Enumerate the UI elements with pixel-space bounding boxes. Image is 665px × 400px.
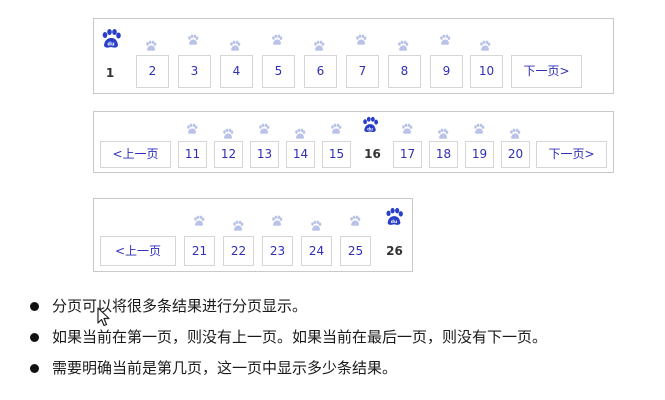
baidu-paw-icon: du <box>361 116 379 134</box>
baidu-paw-icon <box>349 212 361 226</box>
page-link-6[interactable]: 6 <box>304 55 337 88</box>
note-text: 需要明确当前是第几页，这一页中显示多少条结果。 <box>52 359 398 377</box>
note-item: 如果当前在第一页，则没有上一页。如果当前在最后一页，则没有下一页。 <box>30 326 547 357</box>
next-page-button[interactable]: 下一页> <box>536 141 607 168</box>
baidu-paw-icon <box>355 31 367 45</box>
pager-middle-page: <上一页 11 12 13 14 15 du 16 17 18 19 20 下一… <box>93 111 614 173</box>
baidu-paw-icon <box>186 120 198 134</box>
baidu-paw-icon <box>145 37 157 51</box>
baidu-paw-icon <box>330 120 342 134</box>
svg-text:du: du <box>367 126 373 131</box>
page-link-15[interactable]: 15 <box>322 141 351 168</box>
page-link-11[interactable]: 11 <box>178 141 207 168</box>
page-link-7[interactable]: 7 <box>346 55 379 88</box>
pager-first-page: du 1 2 3 4 5 6 7 8 9 10 下一页> <box>93 18 614 94</box>
page-link-13[interactable]: 13 <box>250 141 279 168</box>
svg-text:du: du <box>391 219 397 225</box>
page-link-9[interactable]: 9 <box>430 55 463 88</box>
current-page-16: 16 <box>364 147 381 161</box>
baidu-paw-icon <box>473 120 485 134</box>
pager-last-page: <上一页 21 22 23 24 25 du 26 <box>93 198 413 272</box>
svg-text:du: du <box>107 42 115 48</box>
bullet-dot-icon <box>30 302 39 311</box>
current-page-26: 26 <box>386 244 403 258</box>
baidu-paw-icon: du <box>384 207 404 227</box>
baidu-paw-icon <box>187 31 199 45</box>
baidu-paw-icon <box>439 31 451 45</box>
current-page-1: 1 <box>105 66 115 80</box>
baidu-paw-icon <box>397 37 409 51</box>
baidu-paw-icon <box>479 37 491 51</box>
note-item: 需要明确当前是第几页，这一页中显示多少条结果。 <box>30 357 547 388</box>
page-link-19[interactable]: 19 <box>465 141 494 168</box>
page-link-17[interactable]: 17 <box>393 141 422 168</box>
page-link-23[interactable]: 23 <box>262 236 293 266</box>
page-link-10[interactable]: 10 <box>470 55 503 88</box>
page-link-4[interactable]: 4 <box>220 55 253 88</box>
bullet-dot-icon <box>30 364 39 373</box>
baidu-paw-icon <box>232 217 244 231</box>
baidu-paw-icon <box>401 120 413 134</box>
page-link-21[interactable]: 21 <box>184 236 215 266</box>
page-link-20[interactable]: 20 <box>501 141 530 168</box>
page-link-5[interactable]: 5 <box>262 55 295 88</box>
next-page-button[interactable]: 下一页> <box>511 55 582 88</box>
mouse-cursor-icon <box>97 307 111 327</box>
baidu-paw-icon <box>437 125 449 139</box>
page-link-12[interactable]: 12 <box>214 141 243 168</box>
page-link-8[interactable]: 8 <box>388 55 421 88</box>
baidu-paw-icon <box>271 212 283 226</box>
page-link-22[interactable]: 22 <box>223 236 254 266</box>
baidu-paw-icon <box>258 120 270 134</box>
page-link-18[interactable]: 18 <box>429 141 458 168</box>
notes-list: 分页可以将很多条结果进行分页显示。 如果当前在第一页，则没有上一页。如果当前在最… <box>30 295 547 388</box>
page-link-25[interactable]: 25 <box>340 236 371 266</box>
baidu-paw-icon <box>271 31 283 45</box>
prev-page-button[interactable]: <上一页 <box>100 236 176 266</box>
note-text: 分页可以将很多条结果进行分页显示。 <box>52 297 308 315</box>
bullet-dot-icon <box>30 333 39 342</box>
note-text: 如果当前在第一页，则没有上一页。如果当前在最后一页，则没有下一页。 <box>52 328 548 346</box>
baidu-paw-icon <box>222 125 234 139</box>
page-link-14[interactable]: 14 <box>286 141 315 168</box>
baidu-paw-icon <box>294 125 306 139</box>
baidu-paw-icon <box>310 217 322 231</box>
page-link-24[interactable]: 24 <box>301 236 332 266</box>
prev-page-button[interactable]: <上一页 <box>100 141 171 168</box>
page-link-2[interactable]: 2 <box>136 55 169 88</box>
note-item: 分页可以将很多条结果进行分页显示。 <box>30 295 547 326</box>
baidu-paw-icon <box>509 125 521 139</box>
page-link-3[interactable]: 3 <box>178 55 211 88</box>
baidu-paw-icon: du <box>100 28 122 50</box>
baidu-paw-icon <box>193 212 205 226</box>
baidu-paw-icon <box>229 37 241 51</box>
baidu-paw-icon <box>313 37 325 51</box>
